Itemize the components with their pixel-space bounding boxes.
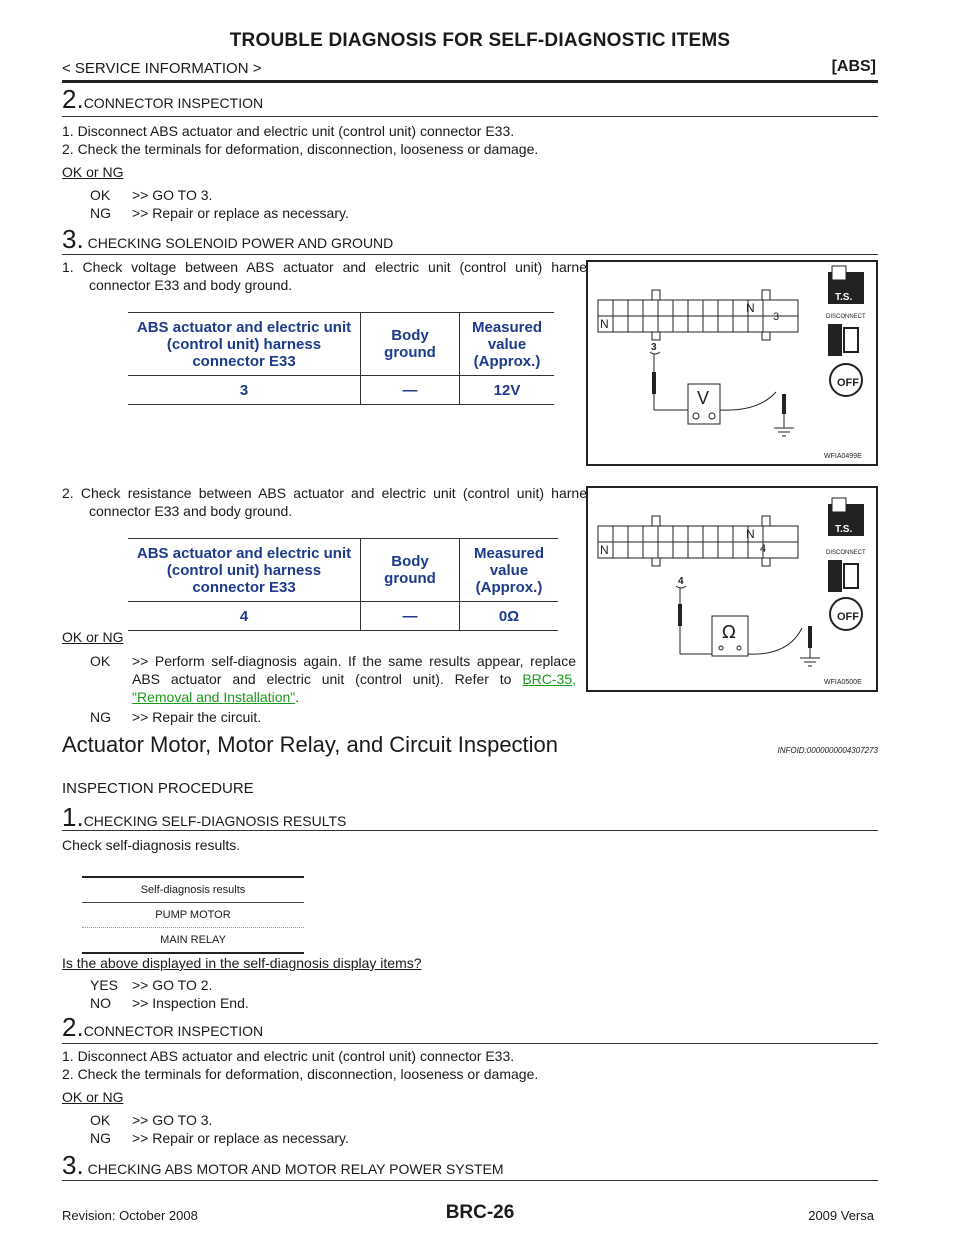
col-connector: ABS actuator and electric unit (control … (128, 538, 361, 602)
ok-result: OK >> Perform self-diagnosis again. If t… (90, 653, 576, 705)
step-3-instruction-2: 2. Check resistance between ABS actuator… (62, 485, 601, 519)
page-title: TROUBLE DIAGNOSIS FOR SELF-DIAGNOSTIC IT… (229, 30, 731, 51)
voltage-spec-table: ABS actuator and electric unit (control … (128, 312, 554, 405)
ok-result: OK>> GO TO 3. (90, 1112, 213, 1128)
cell-value: 0Ω (459, 601, 558, 631)
disconnect-label: DISCONNECT (826, 550, 866, 556)
svg-text:OFF: OFF (837, 377, 859, 389)
cell-ground: — (360, 375, 460, 405)
connector-ohmmeter-illustration: N N 4 4 Ω T.S. DISCONNECT OFF WFIA0500E (597, 497, 866, 686)
table-row: MAIN RELAY (82, 928, 304, 954)
disconnect-label: DISCONNECT (826, 314, 866, 320)
page-number: BRC-26 (445, 1202, 515, 1223)
step-3-instruction-1: 1. Check voltage between ABS actuator an… (62, 259, 601, 293)
step-3-header: 3. CHECKING ABS MOTOR AND MOTOR RELAY PO… (62, 1150, 504, 1180)
connector-pin-label: 4 (760, 543, 766, 555)
table-row: PUMP MOTOR (82, 903, 304, 928)
cell-value: 12V (459, 375, 554, 405)
step-1-header: 1.CHECKING SELF-DIAGNOSIS RESULTS (62, 802, 347, 832)
voltage-check-diagram: N N 3 3 V T.S. DISCONNECT OFF WFIA0499E (586, 260, 878, 466)
connector-pin-label: 3 (773, 311, 779, 323)
system-label: [ABS] (831, 58, 876, 75)
svg-text:OFF: OFF (837, 611, 859, 623)
revision-date: Revision: October 2008 (62, 1208, 198, 1223)
voltmeter-symbol: V (697, 388, 709, 408)
ok-or-ng-label: OK or NG (62, 1089, 124, 1105)
table-header: Self-diagnosis results (82, 876, 304, 903)
svg-text:T.S.: T.S. (835, 524, 852, 535)
col-body-ground: Body ground (360, 312, 460, 376)
procedure-heading: INSPECTION PROCEDURE (62, 780, 254, 797)
disconnect-icon (828, 560, 859, 592)
self-diagnosis-table: Self-diagnosis results PUMP MOTOR MAIN R… (82, 876, 304, 954)
connector-pin-dividers (612, 300, 764, 332)
step-1-instruction: Check self-diagnosis results. (62, 837, 241, 853)
info-id: INFOID:0000000004307273 (777, 746, 878, 755)
ok-or-ng-label: OK or NG (62, 629, 124, 645)
step-rule (62, 1180, 878, 1181)
disconnect-icon (828, 324, 859, 356)
ng-result: NG>> Repair or replace as necessary. (90, 205, 349, 221)
ignition-off-icon: OFF (829, 597, 863, 631)
col-measured: Measured value (Approx.) (459, 538, 558, 602)
svg-text:T.S.: T.S. (835, 292, 852, 303)
yes-result: YES>> GO TO 2. (90, 977, 213, 993)
step-rule (62, 830, 878, 831)
ts-icon: T.S. (828, 265, 864, 304)
connector-pin-dividers (612, 526, 764, 558)
svg-text:N: N (746, 301, 755, 315)
resistance-check-diagram: N N 4 4 Ω T.S. DISCONNECT OFF WFIA0500E (586, 486, 878, 692)
step-2-instructions: 1. Disconnect ABS actuator and electric … (62, 1048, 539, 1082)
header-rule (62, 80, 878, 83)
svg-text:N: N (600, 543, 609, 557)
resistance-spec-table: ABS actuator and electric unit (control … (128, 538, 558, 631)
col-connector: ABS actuator and electric unit (control … (128, 312, 361, 376)
col-measured: Measured value (Approx.) (459, 312, 554, 376)
figure-code: WFIA0499E (824, 453, 862, 460)
question-text: Is the above displayed in the self-diagn… (62, 955, 422, 971)
step-rule (62, 1043, 878, 1044)
step-2-instructions: 1. Disconnect ABS actuator and electric … (62, 123, 539, 157)
ng-result: NG>> Repair or replace as necessary. (90, 1130, 349, 1146)
cell-ground: — (360, 601, 460, 631)
ok-or-ng-label: OK or NG (62, 164, 124, 180)
removal-installation-link[interactable]: BRC-35, "Removal and Installation" (132, 671, 576, 705)
svg-text:N: N (600, 317, 609, 331)
model-year: 2009 Versa (808, 1208, 874, 1223)
figure-code: WFIA0500E (824, 679, 862, 686)
cell-terminal: 4 (128, 601, 361, 631)
step-2-header: 2.CONNECTOR INSPECTION (62, 1012, 264, 1042)
ok-result: OK>> GO TO 3. (90, 187, 213, 203)
step-3-header: 3. CHECKING SOLENOID POWER AND GROUND (62, 224, 394, 254)
ng-result: NG>> Repair the circuit. (90, 709, 262, 725)
cell-terminal: 3 (128, 375, 361, 405)
step-rule (62, 116, 878, 117)
section-label: < SERVICE INFORMATION > (62, 60, 262, 77)
probe-pin-label: 3 (651, 342, 657, 353)
step-rule (62, 254, 878, 255)
svg-text:N: N (746, 527, 755, 541)
probe-pin-label: 4 (678, 576, 684, 587)
step-2-header: 2.CONNECTOR INSPECTION (62, 84, 264, 114)
ts-icon: T.S. (828, 497, 864, 536)
col-body-ground: Body ground (360, 538, 460, 602)
section-title: Actuator Motor, Motor Relay, and Circuit… (62, 732, 559, 757)
ignition-off-icon: OFF (829, 363, 863, 397)
ohmmeter-symbol: Ω (722, 622, 736, 643)
no-result: NO>> Inspection End. (90, 995, 249, 1011)
connector-voltmeter-illustration: N N 3 3 V T.S. DISCONNECT OFF WFIA0499E (597, 265, 866, 460)
